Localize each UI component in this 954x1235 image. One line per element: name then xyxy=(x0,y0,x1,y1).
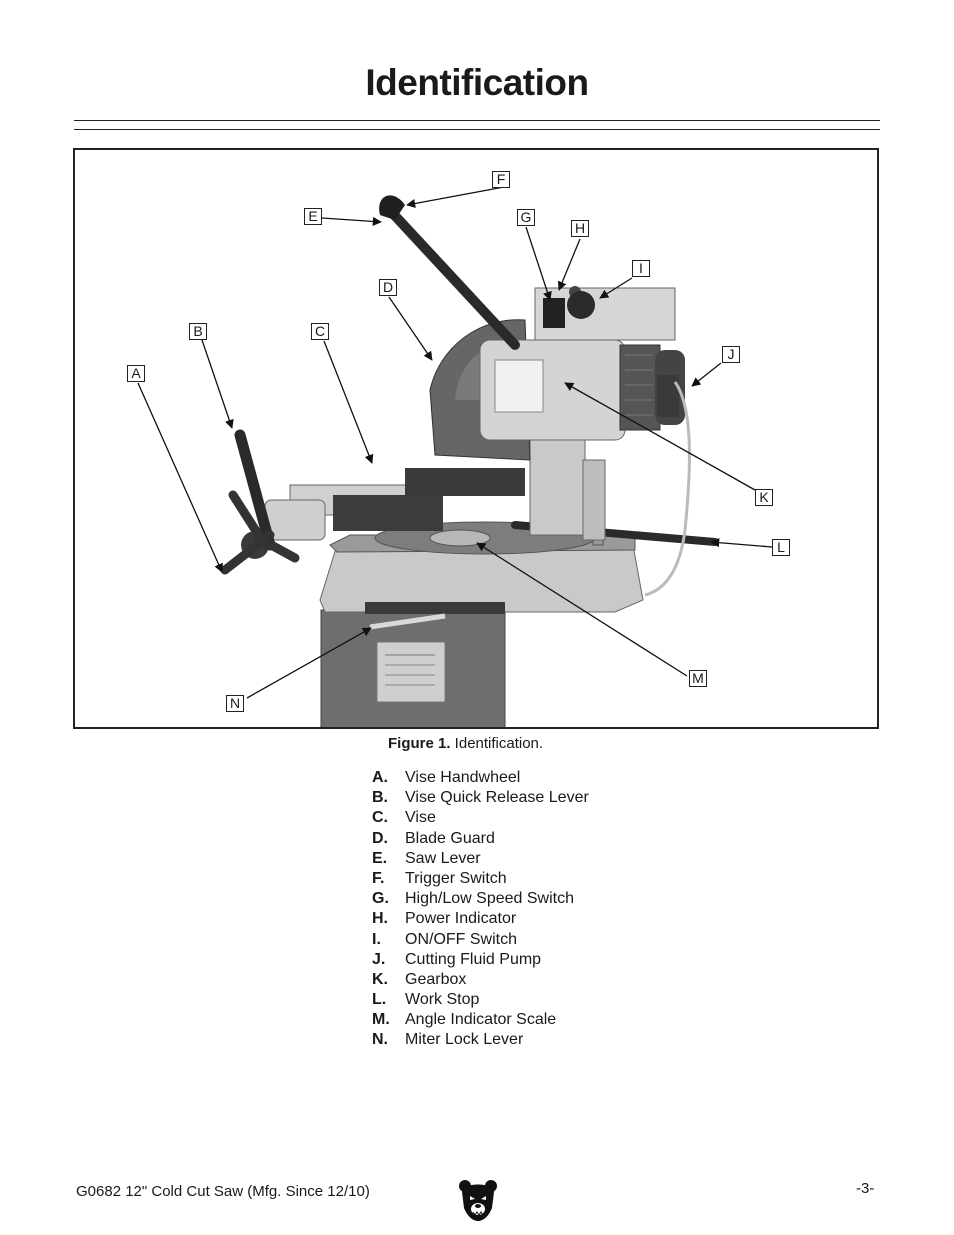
footer-model-text: G0682 12" Cold Cut Saw (Mfg. Since 12/10… xyxy=(76,1183,370,1200)
callout-n: N xyxy=(226,695,244,712)
legend-letter: N. xyxy=(372,1031,388,1049)
callout-k: K xyxy=(755,489,773,506)
legend-letter: I. xyxy=(372,930,381,948)
legend-letter: J. xyxy=(372,950,386,968)
legend-item: L. Work Stop xyxy=(372,990,589,1010)
legend-text: Gearbox xyxy=(405,970,467,988)
legend-text: Saw Lever xyxy=(405,849,481,867)
legend-letter: B. xyxy=(372,789,388,807)
legend-letter: L. xyxy=(372,991,387,1009)
cold-cut-saw-illustration xyxy=(137,186,773,727)
legend-item: G. High/Low Speed Switch xyxy=(372,889,589,909)
legend-letter: K. xyxy=(372,970,388,988)
legend-item: E. Saw Lever xyxy=(372,849,589,869)
legend-letter: G. xyxy=(372,890,389,908)
callout-c: C xyxy=(311,323,329,340)
figure-box: F E G H I D B C J A K L M N xyxy=(73,148,879,729)
legend-letter: E. xyxy=(372,849,388,867)
legend-text: Miter Lock Lever xyxy=(405,1031,524,1049)
legend-letter: D. xyxy=(372,829,388,847)
legend-item: D. Blade Guard xyxy=(372,829,589,849)
legend-letter: F. xyxy=(372,869,385,887)
legend-text: Vise Handwheel xyxy=(405,769,521,786)
parts-legend: A. Vise Handwheel B. Vise Quick Release Le… xyxy=(372,768,589,1051)
legend-item: M. Angle Indicator Scale xyxy=(372,1010,589,1030)
callout-a: A xyxy=(127,365,145,382)
callout-h: H xyxy=(571,220,589,237)
legend-letter: A. xyxy=(372,769,388,786)
legend-item: J. Cutting Fluid Pump xyxy=(372,950,589,970)
legend-text: High/Low Speed Switch xyxy=(405,890,574,908)
callout-d: D xyxy=(379,279,397,296)
legend-text: Cutting Fluid Pump xyxy=(405,950,542,968)
figure-caption-label: Figure 1. xyxy=(388,735,451,752)
legend-item: H. Power Indicator xyxy=(372,909,589,929)
legend-text: ON/OFF Switch xyxy=(405,930,518,948)
legend-text: Angle Indicator Scale xyxy=(405,1011,557,1029)
legend-item: C. Vise xyxy=(372,808,589,828)
figure-caption-text: Identification. xyxy=(450,735,544,752)
figure-caption: Figure 1. Identification. xyxy=(388,735,543,752)
legend-item: B. Vise Quick Release Lever xyxy=(372,788,589,808)
legend-item: F. Trigger Switch xyxy=(372,869,589,889)
legend-item: N. Miter Lock Lever xyxy=(372,1030,589,1050)
callout-b: B xyxy=(189,323,207,340)
callout-i: I xyxy=(632,260,650,277)
legend-text: Power Indicator xyxy=(405,910,517,928)
page-title: Identification xyxy=(365,62,589,103)
legend-item: A. Vise Handwheel xyxy=(372,768,589,788)
legend-letter: M. xyxy=(372,1011,390,1029)
callout-j: J xyxy=(722,346,740,363)
legend-text: Blade Guard xyxy=(405,829,495,847)
callout-e: E xyxy=(304,208,322,225)
legend-text: Trigger Switch xyxy=(405,869,507,887)
legend-text: Vise xyxy=(405,809,436,827)
page-number: -3- xyxy=(856,1180,875,1197)
callout-l: L xyxy=(772,539,790,556)
title-rule-top xyxy=(74,120,880,121)
bear-logo-icon xyxy=(459,1180,497,1221)
legend-item: K. Gearbox xyxy=(372,970,589,990)
title-rule-bottom xyxy=(74,129,880,130)
legend-letter: H. xyxy=(372,910,388,928)
callout-m: M xyxy=(689,670,707,687)
legend-letter: C. xyxy=(372,809,388,827)
callout-g: G xyxy=(517,209,535,226)
legend-item: I. ON/OFF Switch xyxy=(372,930,589,950)
callout-f: F xyxy=(492,171,510,188)
legend-text: Work Stop xyxy=(405,991,480,1009)
legend-text: Vise Quick Release Lever xyxy=(405,789,589,807)
